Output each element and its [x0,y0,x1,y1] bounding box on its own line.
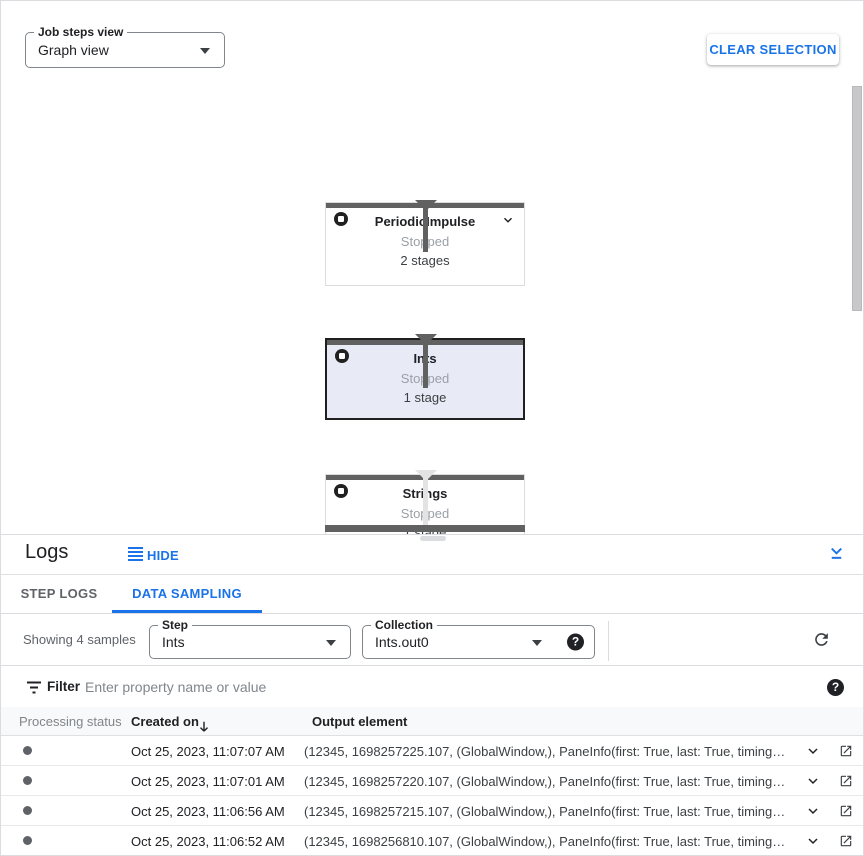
expand-row-chevron-icon[interactable] [805,833,821,852]
tab-data-sampling[interactable]: DATA SAMPLING [112,575,262,613]
logs-panel-title: Logs [25,541,69,563]
stop-circle-icon [335,349,349,368]
output-element-cell: (12345, 1698257225.107, (GlobalWindow,),… [304,744,786,759]
edge-periodicimpulse-to-ints [423,200,428,252]
partially-visible-node-top-bar [325,525,525,532]
collection-select-label: Collection [371,618,438,632]
sample-count-text: Showing 4 samples [23,632,136,647]
column-header-processing-status: Processing status [19,714,122,729]
active-tab-underline [112,610,262,613]
graph-vertical-scrollbar-thumb[interactable] [852,86,862,311]
edge-ints-to-strings [423,334,428,388]
expand-row-chevron-icon[interactable] [805,803,821,822]
dropdown-arrow-icon [532,640,542,646]
collection-help-icon[interactable]: ? [567,633,584,651]
step-select[interactable]: Step Ints [149,618,351,659]
stop-circle-icon [334,484,348,503]
stop-circle-icon [334,212,348,231]
collapse-panel-icon[interactable] [827,543,846,565]
sample-row: Oct 25, 2023, 11:07:07 AM (12345, 169825… [1,736,863,766]
open-in-new-icon[interactable] [839,774,853,791]
step-select-value: Ints [162,634,185,650]
filter-input[interactable] [85,674,725,700]
edge-strings-to-next [423,470,428,525]
sort-descending-arrow-icon[interactable] [197,715,211,744]
processing-status-dot-icon [23,836,32,845]
output-element-cell: (12345, 1698257215.107, (GlobalWindow,),… [304,804,786,819]
sample-row: Oct 25, 2023, 11:07:01 AM (12345, 169825… [1,766,863,796]
filter-help-icon[interactable]: ? [827,679,844,696]
filter-bar: Filter ? [1,665,863,707]
divider [608,621,609,661]
created-on-cell: Oct 25, 2023, 11:06:52 AM [131,834,285,849]
job-graph-canvas[interactable]: PeriodicImpulse Stopped 2 stages Ints St… [2,87,852,556]
column-header-created-on[interactable]: Created on [131,714,199,729]
collection-select[interactable]: Collection Ints.out0 ? [362,618,595,659]
clear-selection-button[interactable]: CLEAR SELECTION [707,34,839,65]
collection-select-value: Ints.out0 [375,634,429,650]
divider [1,613,863,614]
expand-row-chevron-icon[interactable] [805,773,821,792]
node-stage-count: 1 stage [403,390,447,405]
output-element-cell: (12345, 1698256810.107, (GlobalWindow,),… [304,834,786,849]
filter-list-icon [26,680,42,700]
step-select-label: Step [158,618,193,632]
divider [1,574,863,575]
tab-step-logs[interactable]: STEP LOGS [20,586,98,601]
expand-row-chevron-icon[interactable] [805,743,821,762]
tab-data-sampling-label: DATA SAMPLING [132,586,242,601]
processing-status-dot-icon [23,746,32,755]
output-element-cell: (12345, 1698257220.107, (GlobalWindow,),… [304,774,786,789]
created-on-cell: Oct 25, 2023, 11:07:01 AM [131,774,285,789]
filter-label: Filter [47,679,81,694]
open-in-new-icon[interactable] [839,834,853,851]
sample-row: Oct 25, 2023, 11:06:52 AM (12345, 169825… [1,826,863,855]
created-on-cell: Oct 25, 2023, 11:06:56 AM [131,804,285,819]
hide-logs-button[interactable]: HIDE [128,546,179,564]
dropdown-arrow-icon [326,640,336,646]
samples-table-header: Processing status Created on Output elem… [1,707,863,736]
processing-status-dot-icon [23,806,32,815]
panel-resize-handle[interactable] [420,536,446,541]
sample-row: Oct 25, 2023, 11:06:56 AM (12345, 169825… [1,796,863,826]
dropdown-arrow-icon [200,48,210,54]
job-steps-view-value: Graph view [38,42,109,58]
created-on-cell: Oct 25, 2023, 11:07:07 AM [131,744,285,759]
job-steps-view-select[interactable]: Job steps view Graph view [25,25,225,68]
job-steps-view-label: Job steps view [34,25,128,39]
open-in-new-icon[interactable] [839,804,853,821]
list-lines-icon [128,546,143,564]
refresh-samples-icon[interactable] [812,630,831,652]
column-header-output-element: Output element [312,714,408,729]
logs-panel: Logs HIDE STEP LOGS DATA SAMPLING Showin… [1,534,863,855]
processing-status-dot-icon [23,776,32,785]
hide-button-label: HIDE [147,547,179,563]
node-expand-chevron-icon[interactable] [501,213,515,232]
open-in-new-icon[interactable] [839,744,853,761]
node-stage-count: 2 stages [400,253,450,268]
